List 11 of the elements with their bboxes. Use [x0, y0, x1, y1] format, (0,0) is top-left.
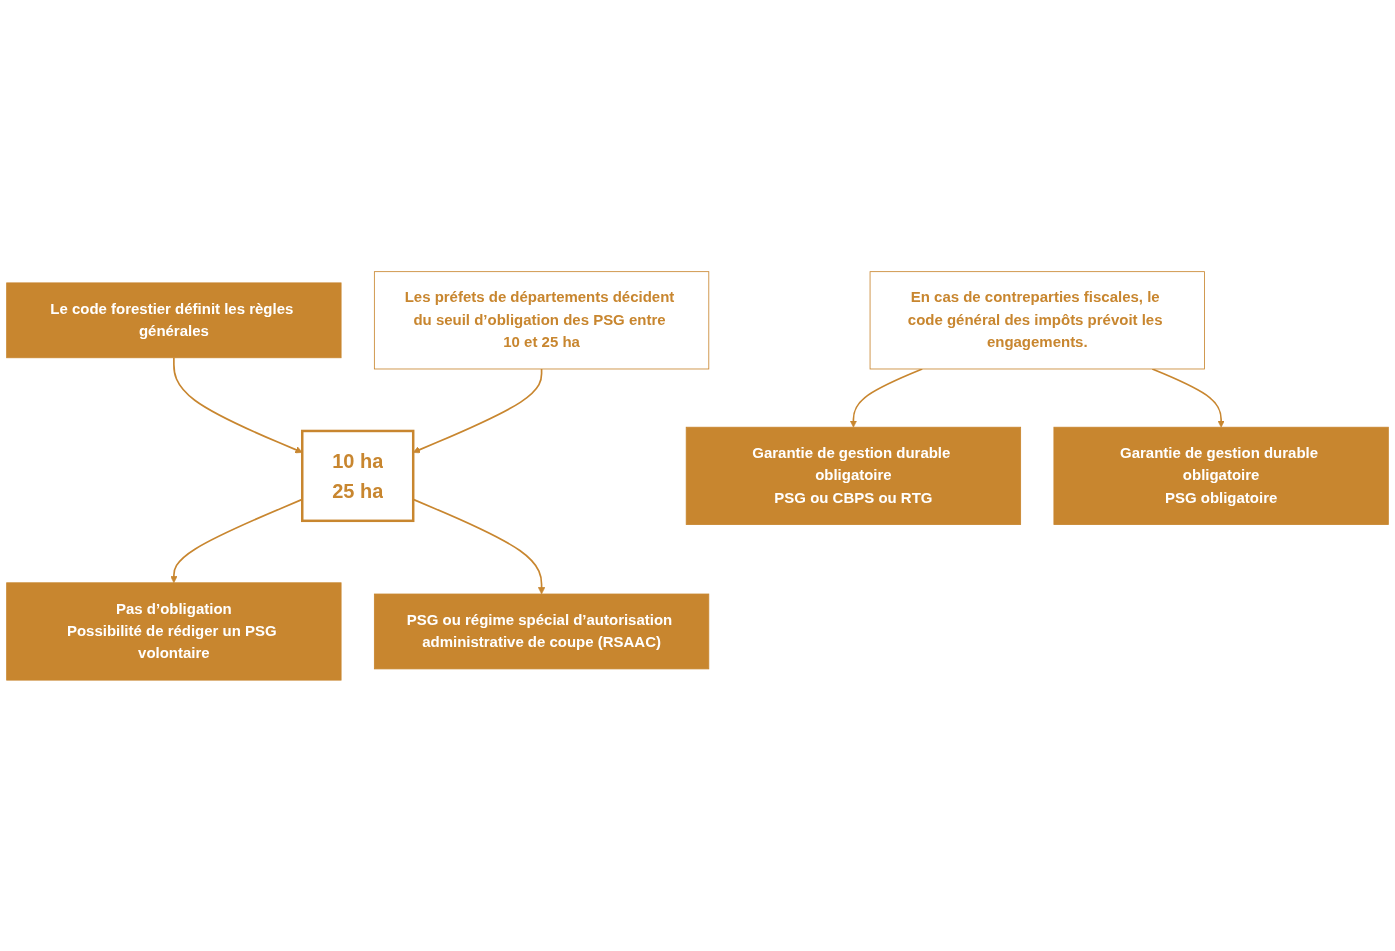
node-box: Garantie de gestion durable obligatoire PSG ou CBPS ou RTG — [685, 426, 1022, 525]
node-box: Pas d’obligation Possibilité de rédiger un PSG volontaire — [6, 582, 342, 681]
node-box: Garantie de gestion durable obligatoire PSG obligatoire — [1053, 426, 1389, 525]
node-box: 10 ha 25 ha — [301, 429, 415, 522]
arrow — [1151, 367, 1225, 428]
node-box: PSG ou régime spécial d’autorisation administrative de coupe (RSAAC) — [373, 593, 710, 669]
node-box: Les préfets de départements décident du seuil d’obligation des PSG entre 10 et 25 ha — [373, 270, 710, 369]
node-box: Le code forestier définit les règles générales — [6, 282, 342, 358]
arrow — [849, 367, 924, 428]
arrow — [173, 356, 303, 453]
node-box: En cas de contreparties fiscales, le code général des impôts prévoit les engagements. — [869, 270, 1205, 369]
